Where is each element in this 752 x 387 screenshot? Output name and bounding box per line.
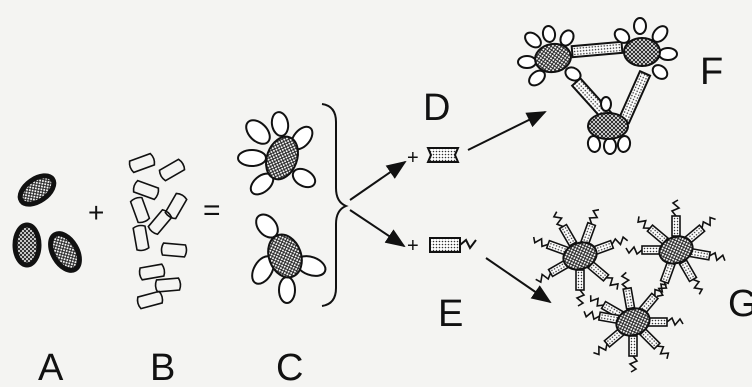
label-a: A [38,347,64,387]
particle-b-8 [139,264,166,280]
label-f: F [700,51,723,93]
particle-b-4 [165,192,188,220]
particle-b-3 [132,180,160,200]
g-spoke [655,262,675,299]
g-spoke [635,215,668,244]
g-spoke [588,262,621,291]
label-c: C [276,347,303,387]
particle-b-7 [161,243,187,257]
arrow-to-d [350,162,405,200]
label-d: D [423,87,450,129]
g-spoke [576,270,584,306]
g-spoke [552,211,577,246]
equals-sign: = [203,194,221,227]
g-spoke [640,329,671,360]
particle-b-10 [136,291,163,309]
plus-sign-d: + [407,147,419,169]
particle-b-6 [133,225,149,252]
label-e: E [438,293,463,335]
g-spoke [581,208,601,245]
group-c-complexes [238,111,328,303]
g-spoke [689,248,726,262]
arrow-d-to-f [468,112,545,150]
particle-b-2 [158,159,186,182]
label-g: G [728,283,752,325]
g-node-bottom [583,272,683,372]
group-b-particles [128,153,187,309]
group-a-particles [15,170,85,275]
structure-f-triangle [518,18,677,154]
linker-d [428,148,458,162]
particle-a-3 [45,229,86,276]
complex-c-top [238,111,318,199]
linker-e [430,238,476,252]
particle-b-11 [130,196,150,224]
particle-a-2 [15,225,39,265]
g-spoke [629,336,637,372]
g-spoke [639,281,668,314]
g-spoke [532,235,569,255]
brace [322,104,346,306]
g-spoke [672,200,680,236]
complex-c-bottom [248,210,328,303]
particle-b-5 [147,209,172,236]
g-spoke [680,260,705,295]
g-spoke [647,318,683,326]
arrow-to-e [350,210,404,246]
label-b: B [150,347,175,387]
particle-b-1 [128,153,156,173]
g-node-left [532,208,629,306]
plus-sign-e: + [407,235,419,257]
particle-a-1 [15,170,59,210]
g-spoke [626,246,662,254]
g-node-right [626,200,726,298]
g-spoke [620,272,634,309]
particle-b-9 [155,278,181,292]
plus-sign-ab: + [88,197,104,228]
structure-g-network [532,200,726,372]
